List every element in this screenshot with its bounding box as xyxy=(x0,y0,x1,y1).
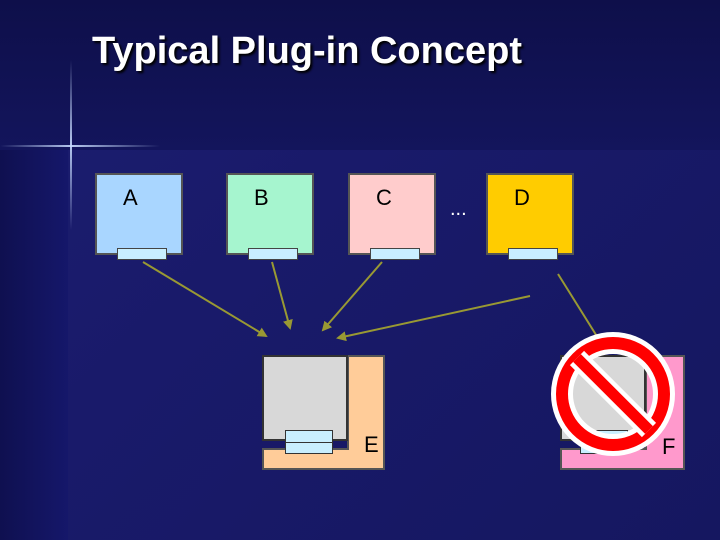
plugin-d-label: D xyxy=(514,185,530,210)
plugin-c: C xyxy=(348,173,436,255)
plugin-b-connector xyxy=(248,248,298,260)
plugin-a-connector xyxy=(117,248,167,260)
plugin-d-connector xyxy=(508,248,558,260)
sparkle-horizontal xyxy=(0,145,160,147)
arrow-b-to-e xyxy=(271,261,293,330)
plugin-b: B xyxy=(226,173,314,255)
arrow-d-to-f xyxy=(557,273,599,339)
host-e-label: E xyxy=(364,432,379,457)
title-band xyxy=(0,0,720,150)
host-e-frame xyxy=(262,355,385,470)
host-f-label: F xyxy=(662,434,676,459)
host-e-frame-shape xyxy=(262,355,385,470)
slide-title: Typical Plug-in Concept xyxy=(92,30,522,72)
plugin-b-label: B xyxy=(254,185,269,210)
sparkle-vertical xyxy=(70,60,72,230)
plugin-d: D xyxy=(486,173,574,255)
arrow-a-to-e xyxy=(142,261,268,338)
host-e-slot xyxy=(262,355,348,441)
no-entry-icon xyxy=(551,332,675,456)
plugin-a-label: A xyxy=(123,185,138,210)
plugin-c-connector xyxy=(370,248,420,260)
arrow-right-to-e xyxy=(336,295,531,342)
host-e-connector xyxy=(285,430,333,454)
host-e xyxy=(262,355,386,476)
left-band xyxy=(0,150,68,540)
plugin-c-label: C xyxy=(376,185,392,210)
arrow-c-to-e xyxy=(321,261,383,332)
more-plugins-ellipsis: ... xyxy=(450,198,467,220)
